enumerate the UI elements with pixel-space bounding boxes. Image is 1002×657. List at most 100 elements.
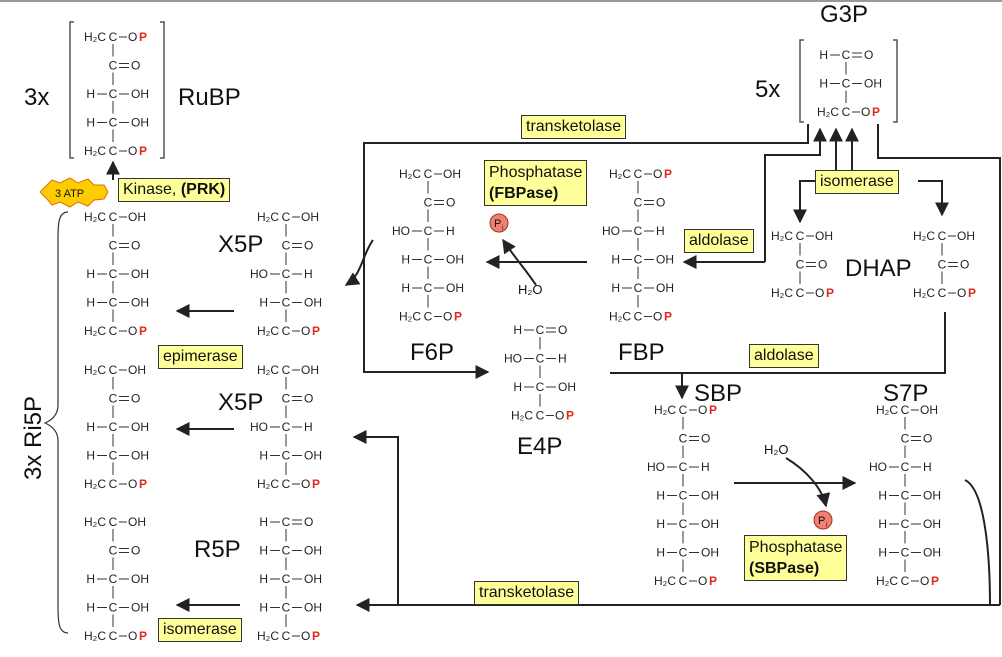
fbp-label: FBP	[618, 339, 665, 366]
svg-text:C: C	[282, 420, 291, 434]
svg-text:H: H	[923, 460, 932, 474]
svg-text:C: C	[109, 420, 118, 434]
svg-text:H: H	[304, 267, 313, 281]
brackets	[69, 21, 898, 159]
svg-text:C: C	[796, 258, 805, 272]
x5p-label-b: X5P	[218, 389, 263, 416]
svg-text:OH: OH	[128, 210, 146, 224]
svg-text:O: O	[128, 30, 137, 44]
svg-text:HO: HO	[869, 460, 887, 474]
rubp-coef: 3x	[24, 84, 49, 111]
svg-text:H: H	[86, 601, 95, 615]
arrow-water-to-pi-fbp	[502, 238, 537, 286]
svg-text:H: H	[513, 380, 522, 394]
svg-text:O: O	[923, 432, 932, 446]
svg-text:HO: HO	[250, 267, 268, 281]
svg-text:H₂C: H₂C	[257, 324, 279, 338]
svg-text:C: C	[109, 544, 118, 558]
svg-text:P: P	[312, 629, 320, 643]
svg-text:C: C	[901, 574, 910, 588]
svg-text:O: O	[960, 258, 969, 272]
svg-text:H₂C: H₂C	[654, 574, 676, 588]
svg-text:H: H	[259, 601, 268, 615]
svg-text:O: O	[131, 59, 140, 73]
svg-text:C: C	[901, 546, 910, 560]
r5p-label: R5P	[194, 536, 241, 563]
svg-text:H: H	[611, 253, 620, 267]
svg-text:O: O	[818, 258, 827, 272]
svg-text:C: C	[109, 30, 118, 44]
svg-text:C: C	[109, 477, 118, 491]
svg-text:P: P	[968, 286, 976, 300]
water-label-fbpase: H₂O	[518, 282, 543, 297]
svg-text:H: H	[259, 296, 268, 310]
svg-text:OH: OH	[304, 296, 322, 310]
svg-text:P: P	[931, 574, 939, 588]
svg-text:C: C	[109, 210, 118, 224]
svg-text:H₂C: H₂C	[654, 403, 676, 417]
f6p-label: F6P	[410, 339, 454, 366]
svg-text:HO: HO	[392, 224, 410, 238]
svg-text:H₂C: H₂C	[84, 144, 106, 158]
svg-text:C: C	[796, 286, 805, 300]
svg-text:OH: OH	[656, 253, 674, 267]
atp-label: 3 ATP	[55, 188, 84, 200]
svg-text:C: C	[796, 229, 805, 243]
svg-text:O: O	[443, 310, 452, 324]
svg-text:C: C	[536, 380, 545, 394]
ri5p-label: 3x Ri5P	[20, 396, 47, 480]
svg-text:H₂C: H₂C	[609, 167, 631, 181]
svg-text:P: P	[566, 409, 574, 423]
svg-text:O: O	[446, 196, 455, 210]
svg-text:O: O	[861, 105, 870, 119]
fbpase-line2: (FBPase)	[489, 185, 559, 202]
arrow-g3p-to-e4p	[363, 124, 809, 379]
svg-text:H: H	[819, 77, 828, 91]
svg-text:O: O	[128, 324, 137, 338]
svg-text:H: H	[86, 116, 95, 130]
svg-text:C: C	[634, 253, 643, 267]
svg-text:C: C	[109, 363, 118, 377]
svg-text:H₂C: H₂C	[771, 229, 793, 243]
svg-text:H: H	[86, 572, 95, 586]
svg-text:H₂C: H₂C	[257, 210, 279, 224]
svg-text:H: H	[656, 224, 665, 238]
svg-text:H: H	[878, 546, 887, 560]
sbpase-line2: (SBPase)	[749, 560, 820, 577]
svg-text:H: H	[401, 281, 410, 295]
svg-text:H: H	[259, 515, 268, 529]
svg-text:H: H	[656, 517, 665, 531]
svg-text:HO: HO	[504, 352, 522, 366]
svg-text:C: C	[109, 629, 118, 643]
svg-text:OH: OH	[301, 210, 319, 224]
svg-text:OH: OH	[304, 601, 322, 615]
svg-text:H₂C: H₂C	[84, 30, 106, 44]
svg-text:C: C	[282, 392, 291, 406]
svg-text:C: C	[536, 352, 545, 366]
svg-text:H₂C: H₂C	[84, 477, 106, 491]
svg-text:H: H	[656, 546, 665, 560]
svg-text:C: C	[109, 267, 118, 281]
svg-text:C: C	[679, 432, 688, 446]
svg-text:O: O	[128, 144, 137, 158]
svg-text:H: H	[819, 48, 828, 62]
svg-text:C: C	[424, 310, 433, 324]
svg-text:C: C	[282, 601, 291, 615]
svg-text:H: H	[86, 449, 95, 463]
fbpase-line1: Phosphatase	[489, 164, 583, 181]
svg-text:OH: OH	[304, 544, 322, 558]
svg-text:C: C	[901, 489, 910, 503]
svg-text:C: C	[282, 449, 291, 463]
svg-text:C: C	[938, 258, 947, 272]
svg-text:C: C	[938, 286, 947, 300]
svg-text:OH: OH	[701, 489, 719, 503]
svg-text:P: P	[312, 324, 320, 338]
svg-text:O: O	[304, 392, 313, 406]
svg-text:H: H	[259, 449, 268, 463]
svg-text:H₂C: H₂C	[399, 167, 421, 181]
